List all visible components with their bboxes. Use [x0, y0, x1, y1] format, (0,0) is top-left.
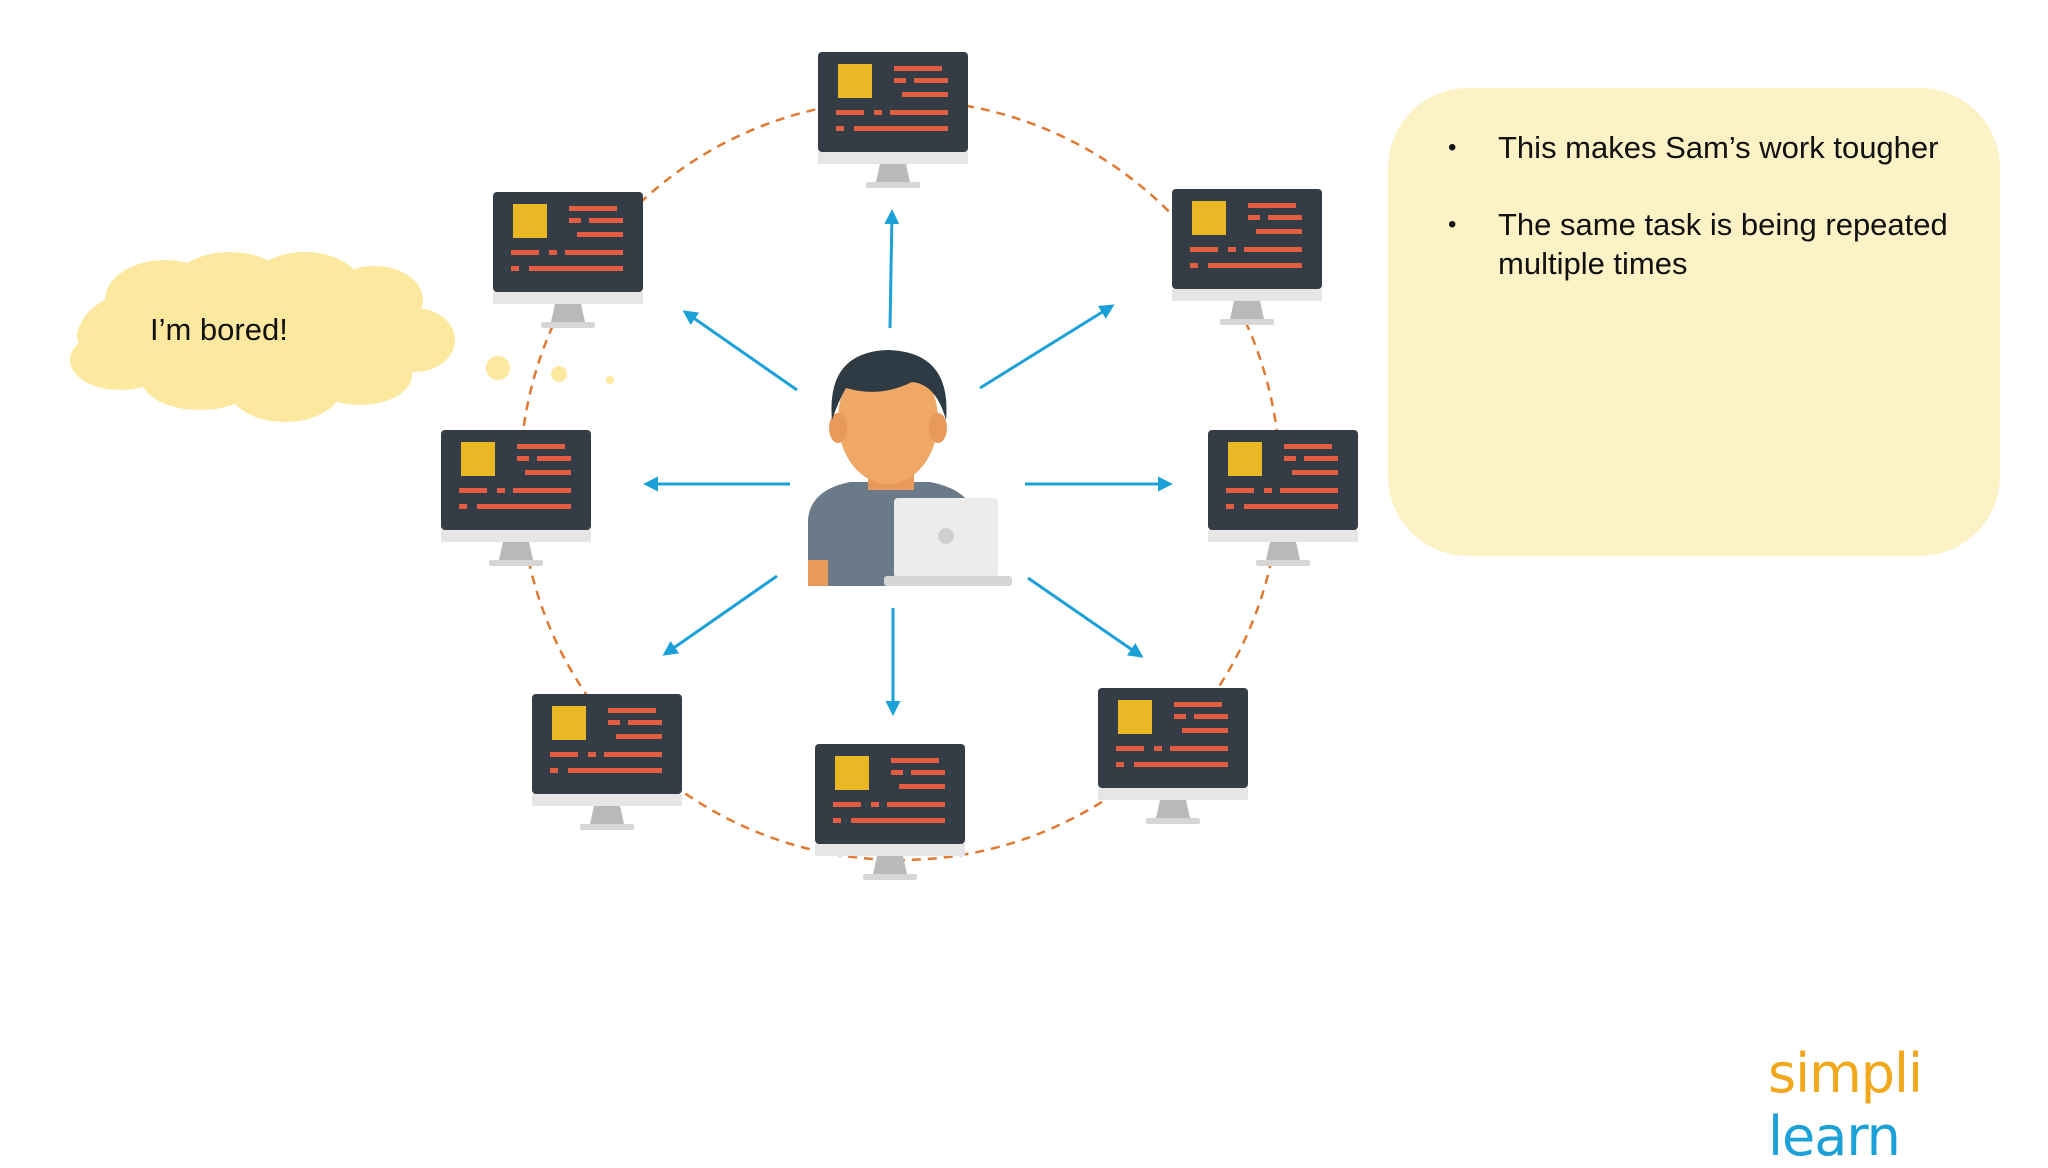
- arrow-bottom-left: [662, 574, 778, 656]
- thought-bubble-text: I’m bored!: [150, 312, 288, 347]
- monitor-top: [818, 52, 968, 188]
- monitor-bottom-left: [532, 694, 682, 830]
- monitor-bottom: [815, 744, 965, 880]
- monitor-left: [441, 430, 591, 566]
- monitor-top-left: [493, 192, 643, 328]
- logo-separator: i: [1908, 1042, 1923, 1105]
- monitor-top-right: [1172, 189, 1322, 325]
- logo-part-2: learn: [1768, 1105, 1901, 1168]
- monitor-right: [1208, 430, 1358, 566]
- arrow-top: [884, 209, 900, 329]
- simplilearn-logo: simplilearn: [1768, 1042, 2008, 1168]
- thought-dot-large: [486, 356, 510, 380]
- logo-part-1: simpl: [1768, 1042, 1909, 1105]
- monitor-bottom-right: [1098, 688, 1248, 824]
- bullet-text: The same task is being repeated multiple…: [1498, 207, 1948, 281]
- bullet-text: This makes Sam’s work tougher: [1498, 130, 1939, 165]
- arrows: [643, 209, 1173, 716]
- thought-dot-medium: [551, 366, 567, 382]
- bullet-dot-icon: •: [1448, 211, 1457, 238]
- thought-dot-small: [606, 376, 614, 384]
- bullet-dot-icon: •: [1448, 134, 1457, 161]
- thought-bubble: [70, 252, 614, 422]
- arrow-bottom-right: [1027, 576, 1144, 658]
- arrow-top-right: [979, 304, 1115, 390]
- bullet-item: • This makes Sam’s work tougher: [1448, 128, 1960, 167]
- person-with-laptop-icon: [808, 350, 1012, 586]
- bullet-list: • This makes Sam’s work tougher • The sa…: [1448, 128, 1960, 283]
- bullet-item: • The same task is being repeated multip…: [1448, 205, 1960, 283]
- arrow-top-left: [682, 310, 798, 392]
- info-panel: • This makes Sam’s work tougher • The sa…: [1388, 88, 2000, 556]
